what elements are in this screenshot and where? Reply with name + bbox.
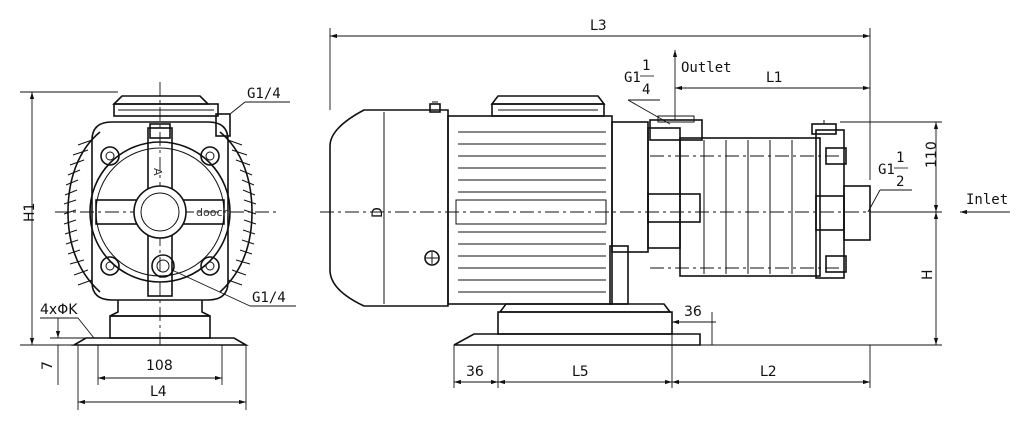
mount-holes-label: 4xΦK [40, 302, 78, 318]
overall-length-label: L3 [590, 18, 607, 34]
foot-offset-left-label: 36 [466, 364, 484, 380]
inlet-offset-label: 110 [924, 141, 940, 168]
motor-diameter-label: D [370, 207, 386, 218]
h1-label: H1 [22, 203, 38, 222]
front-bolts [100, 146, 220, 276]
outlet-size-den: 4 [642, 82, 650, 98]
inlet-size-den: 2 [896, 174, 904, 190]
outlet-size-num: 1 [642, 58, 650, 74]
hole-spacing-label: 108 [146, 358, 173, 374]
foot-length-label: L5 [572, 364, 589, 380]
front-fins [63, 131, 257, 293]
inlet-label: Inlet [966, 192, 1008, 208]
outlet-to-end-label: L1 [766, 70, 783, 86]
base-width-label: L4 [150, 384, 167, 400]
pump-stages [650, 137, 840, 277]
front-view: A dooch G1/4 G1/4 4xΦK H1 7 108 [20, 82, 296, 410]
foot-to-end-label: L2 [760, 364, 777, 380]
foot-offset-right-label: 36 [684, 304, 702, 320]
outlet-size-whole: G1 [624, 70, 641, 86]
foot-height-label: 7 [40, 361, 56, 370]
brand-label: dooch [196, 206, 229, 219]
front-arrow-label: A [151, 168, 164, 176]
outlet-label: Outlet [681, 60, 732, 76]
motor-fins [455, 131, 607, 293]
shaft-height-label: H [920, 269, 936, 280]
inlet-size-num: 1 [896, 150, 904, 166]
port-top-label: G1/4 [247, 86, 281, 102]
inlet-size-whole: G1 [878, 162, 895, 178]
side-view: D [320, 18, 1010, 388]
port-bottom-label: G1/4 [252, 290, 286, 306]
